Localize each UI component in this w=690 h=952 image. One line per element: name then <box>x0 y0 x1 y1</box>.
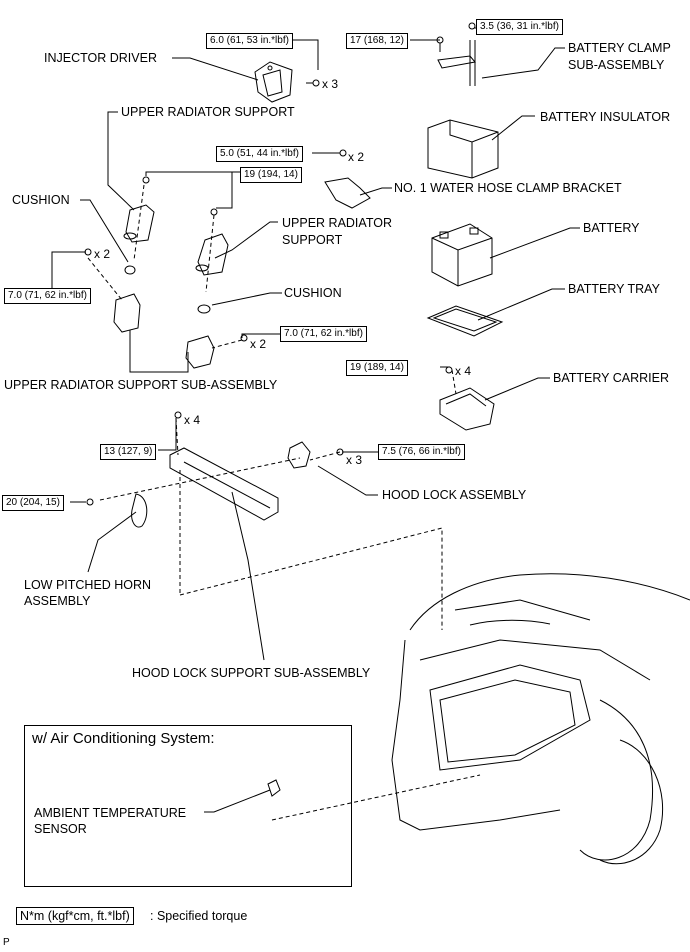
upper-radiator-support-right-part <box>195 208 229 276</box>
torque-hood-lock-support: 13 (127, 9) <box>100 444 157 460</box>
torque-battery-carrier: 19 (189, 14) <box>346 360 408 376</box>
label-battery-clamp-1: BATTERY CLAMP <box>568 41 671 55</box>
leader-water-hose <box>359 187 392 196</box>
upper-radiator-support-left-part <box>123 176 155 243</box>
air-conditioning-section <box>24 725 352 887</box>
battery-insulator-part <box>427 119 499 179</box>
label-ambient-temperature-sensor-1: AMBIENT TEMPERATURE <box>34 806 187 820</box>
leader-cushion-left <box>80 199 129 263</box>
leader-injector-driver <box>172 57 259 81</box>
low-pitched-horn-part <box>86 493 148 528</box>
injector-driver-part <box>254 61 320 103</box>
leader-sub-assembly <box>129 330 189 373</box>
water-hose-clamp-part <box>324 149 371 209</box>
torque-left-support: 7.0 (71, 62 in.*lbf) <box>4 288 91 304</box>
leader-upper-support-right <box>214 221 278 259</box>
leader-cushion-right <box>211 292 282 306</box>
torque-horn: 20 (204, 15) <box>2 495 64 511</box>
label-battery: BATTERY <box>583 221 640 235</box>
label-upper-radiator-support-right-2: SUPPORT <box>282 233 343 247</box>
battery-tray-part <box>426 305 504 337</box>
torque-hood-lock-assembly: 7.5 (76, 66 in.*lbf) <box>378 444 465 460</box>
conn-upper-bolt <box>145 171 240 209</box>
label-cushion-right: CUSHION <box>284 286 342 300</box>
label-battery-insulator: BATTERY INSULATOR <box>540 110 671 124</box>
legend-torque-unit: N*m (kgf*cm, ft.*lbf) <box>16 907 134 925</box>
torque-upper-support-bolt: 19 (194, 14) <box>240 167 302 183</box>
label-battery-tray: BATTERY TRAY <box>568 282 660 296</box>
leader-upper-support-top <box>107 111 135 211</box>
hood-lock-assembly-part <box>287 441 344 469</box>
torque-battery-clamp-bolt: 17 (168, 12) <box>346 33 408 49</box>
multiplier-battery-carrier: x 4 <box>455 364 472 378</box>
conn-left-support <box>51 251 86 288</box>
conn-hood-support <box>158 418 177 451</box>
leader-battery-clamp <box>481 47 565 79</box>
label-cushion-left: CUSHION <box>12 193 70 207</box>
leader-hood-lock <box>317 465 378 496</box>
leader-battery-insulator <box>491 115 535 141</box>
battery-part <box>431 223 493 287</box>
multiplier-water-hose: x 2 <box>348 150 365 164</box>
label-injector-driver: INJECTOR DRIVER <box>44 51 157 65</box>
label-ambient-temperature-sensor-2: SENSOR <box>34 822 87 836</box>
torque-injector-driver: 6.0 (61, 53 in.*lbf) <box>206 33 293 49</box>
multiplier-hood-lock-support: x 4 <box>184 413 201 427</box>
upper-support-sub-assembly-parts <box>84 248 248 369</box>
label-upper-radiator-support-sub-assembly: UPPER RADIATOR SUPPORT SUB-ASSEMBLY <box>4 378 278 392</box>
battery-carrier-part <box>439 366 495 431</box>
label-battery-carrier: BATTERY CARRIER <box>553 371 669 385</box>
ambient-temperature-sensor-part <box>267 779 281 797</box>
torque-water-hose-bracket: 5.0 (51, 44 in.*lbf) <box>216 146 303 162</box>
torque-battery-clamp-nut: 3.5 (36, 31 in.*lbf) <box>476 19 563 35</box>
conn-injector <box>292 39 319 70</box>
leader-battery-carrier <box>484 377 550 401</box>
multiplier-right-support: x 2 <box>250 337 267 351</box>
torque-right-support: 7.0 (71, 62 in.*lbf) <box>280 326 367 342</box>
cushion-parts <box>124 265 211 314</box>
label-hood-lock-support-sub-assembly: HOOD LOCK SUPPORT SUB-ASSEMBLY <box>132 666 371 680</box>
multiplier-hood-lock-assembly: x 3 <box>346 453 363 467</box>
conn-right-support <box>241 333 280 338</box>
label-upper-radiator-support-top: UPPER RADIATOR SUPPORT <box>121 105 295 119</box>
label-low-pitched-horn-2: ASSEMBLY <box>24 594 91 608</box>
hood-lock-support-part <box>169 411 279 521</box>
multiplier-injector: x 3 <box>322 77 339 91</box>
label-battery-clamp-2: SUB-ASSEMBLY <box>568 58 665 72</box>
multiplier-left-support: x 2 <box>94 247 111 261</box>
label-upper-radiator-support-right-1: UPPER RADIATOR <box>282 216 392 230</box>
vehicle-front-part <box>391 573 690 865</box>
air-conditioning-title: w/ Air Conditioning System: <box>32 730 215 747</box>
leader-ambient-sensor <box>204 789 271 813</box>
leader-hood-lock-support <box>231 491 265 661</box>
leader-battery-tray <box>477 288 565 321</box>
figure-code: P <box>3 937 10 948</box>
label-hood-lock-assembly: HOOD LOCK ASSEMBLY <box>382 488 527 502</box>
battery-clamp-part <box>436 22 476 86</box>
label-water-hose-clamp-bracket: NO. 1 WATER HOSE CLAMP BRACKET <box>394 181 622 195</box>
leader-battery <box>489 227 580 259</box>
leader-horn <box>87 511 137 573</box>
legend-text: : Specified torque <box>150 909 248 923</box>
label-low-pitched-horn-1: LOW PITCHED HORN <box>24 578 152 592</box>
